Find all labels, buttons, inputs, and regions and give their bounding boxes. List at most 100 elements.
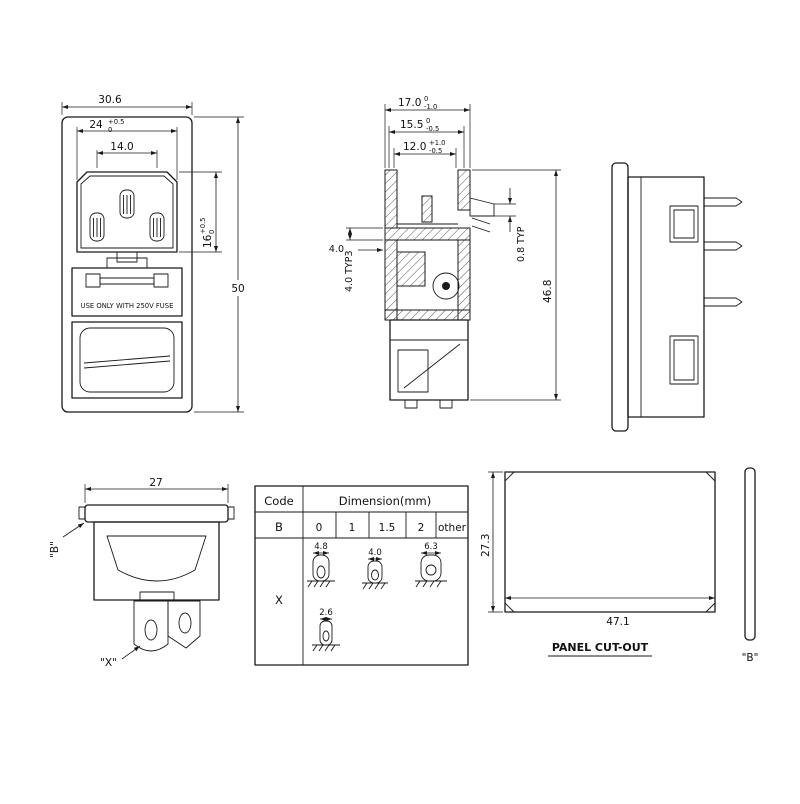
- table-cell-0: 0: [316, 522, 323, 534]
- table-header-dimension: Dimension(mm): [339, 494, 432, 508]
- table-code-row-label: B: [275, 520, 283, 534]
- table-border: [254, 485, 469, 666]
- dim-c-tol-top: +1.0: [429, 139, 446, 147]
- table-cell-4: other: [438, 522, 467, 534]
- fuse-drawer-top: [133, 600, 169, 652]
- dim-panel-typ-label: 0.8 TYP: [516, 226, 527, 262]
- dim-depth-label: 46.8: [542, 280, 554, 303]
- dim-face-width: 24 +0.5 0: [76, 118, 178, 180]
- drawer-latch-tab: [106, 251, 148, 269]
- dim-a-tol-bot: -1.0: [424, 103, 437, 111]
- pin-middle: [703, 241, 743, 251]
- dim-face-height-tol-top: +0.5: [199, 217, 207, 234]
- body-top: [93, 521, 220, 601]
- dim-cutout-width: 47.1: [505, 595, 715, 628]
- table-header-code: Code: [264, 494, 293, 508]
- section-b-label-group: "B": [49, 541, 61, 558]
- wall-mid-left: [384, 239, 398, 321]
- fuse-carrier-block: [396, 251, 426, 287]
- rocker-switch: [71, 321, 183, 399]
- table-cell-2: 1.5: [379, 522, 396, 534]
- mount-latch: [469, 197, 495, 233]
- line-pin-right: [149, 212, 165, 242]
- dim-cutout-width-label: 47.1: [606, 616, 629, 628]
- table-detail-row-label: X: [275, 593, 283, 607]
- pin-bottom: [703, 297, 743, 307]
- pin-dim-3-label: 6.3: [424, 542, 438, 552]
- dim-top-width: 27: [84, 477, 229, 503]
- dim-c: 12.0 +1.0 -0.5: [393, 139, 457, 168]
- dim-face-width-tol-bot: 0: [108, 126, 112, 134]
- side-view: [611, 162, 743, 432]
- table-cell-1: 1: [349, 522, 356, 534]
- fuse-warning-text: USE ONLY WITH 250V FUSE: [81, 302, 174, 310]
- wall-mid-right: [457, 239, 471, 321]
- wall-top-left: [384, 169, 398, 229]
- pin-top: [703, 197, 743, 207]
- body-side: [627, 176, 705, 418]
- section-view: 17.0 0 -1.0 15.5 0 -0.5 12.0 +1.0 -0.5 4…: [329, 95, 561, 409]
- panel-b-label: "B": [742, 652, 759, 664]
- rocker-line: [83, 355, 171, 369]
- switch-body-section: [389, 319, 469, 409]
- inlet-body-outline: [61, 116, 193, 413]
- dimension-table: Code Dimension(mm) B 0 1 1.5 2 other X 4…: [254, 485, 469, 666]
- terminal-window-bottom: [669, 335, 699, 385]
- terminal-window-top: [669, 205, 699, 243]
- section-b-label: "B": [49, 541, 61, 558]
- ground-hatch-1: [307, 580, 331, 588]
- cutout-rect: [504, 471, 716, 613]
- section-b-leader: [62, 522, 85, 538]
- dim-face-height-label: 16: [202, 234, 214, 248]
- socket-face-inner: [80, 175, 174, 249]
- pin-detail-2: 4.0: [362, 548, 388, 590]
- dim-wall: 4.0: [329, 227, 383, 255]
- flange-side: [611, 162, 629, 432]
- lower-plate: [384, 309, 471, 321]
- dim-b-label: 15.5: [400, 119, 423, 131]
- ground-hatch-3: [415, 580, 442, 588]
- dim-c-tol-bot: -0.5: [429, 147, 442, 155]
- pin-detail-4: 2.6: [312, 608, 340, 652]
- dim-face-height: 16 +0.5 0: [179, 171, 222, 253]
- dim-a-tol-top: 0: [424, 95, 428, 103]
- table-cell-3: 2: [418, 522, 425, 534]
- section-x-leader: [121, 645, 141, 660]
- top-view: 27 "B" "X": [49, 477, 235, 669]
- dim-wall-typ: 4.0 TYP3: [344, 250, 355, 292]
- dim-total-width: 30.6: [61, 94, 193, 115]
- ground-pin: [119, 189, 135, 219]
- dim-b-tol-bot: -0.5: [426, 125, 439, 133]
- front-view: USE ONLY WITH 250V FUSE 30.6 24 +0.5 0 1…: [61, 94, 247, 413]
- fuse-drawer: USE ONLY WITH 250V FUSE: [71, 267, 183, 317]
- pin-dim-4-label: 2.6: [319, 608, 333, 618]
- dim-face-width-label: 24: [89, 119, 103, 131]
- fuse-body-section: [432, 272, 460, 300]
- dim-cutout-height-label: 27.3: [480, 534, 492, 557]
- dim-face-height-tol-bot: 0: [208, 230, 216, 234]
- pin-detail-3: 6.3: [415, 542, 447, 588]
- dim-wall-label: 4.0: [329, 244, 344, 255]
- fuse-link: [99, 277, 155, 285]
- fuse-center: [442, 282, 450, 290]
- dim-panel-typ: 0.8 TYP: [494, 188, 527, 262]
- dim-total-height: 50: [194, 116, 247, 413]
- dim-total-width-label: 30.6: [98, 94, 122, 106]
- flange-ear-left: [78, 506, 86, 520]
- cutout-corner-chamfers: [504, 471, 716, 613]
- line-pin-left: [89, 212, 105, 242]
- dim-face-width-tol-top: +0.5: [108, 118, 125, 126]
- ground-hatch-4: [312, 644, 336, 652]
- dim-c-label: 12.0: [403, 141, 426, 153]
- flange-top: [84, 504, 229, 523]
- dim-top-width-label: 27: [149, 477, 162, 489]
- pin-dim-1-label: 4.8: [314, 542, 328, 552]
- flange-ear-right: [227, 506, 235, 520]
- dim-pin-span: 14.0: [96, 141, 158, 168]
- panel-cutout-caption: PANEL CUT-OUT: [552, 641, 649, 654]
- ground-pin-section: [421, 195, 433, 223]
- dim-b: 15.5 0 -0.5: [388, 117, 465, 168]
- dim-pin-span-label: 14.0: [110, 141, 133, 153]
- panel-cutout-view: 47.1 27.3 PANEL CUT-OUT "B": [480, 467, 759, 664]
